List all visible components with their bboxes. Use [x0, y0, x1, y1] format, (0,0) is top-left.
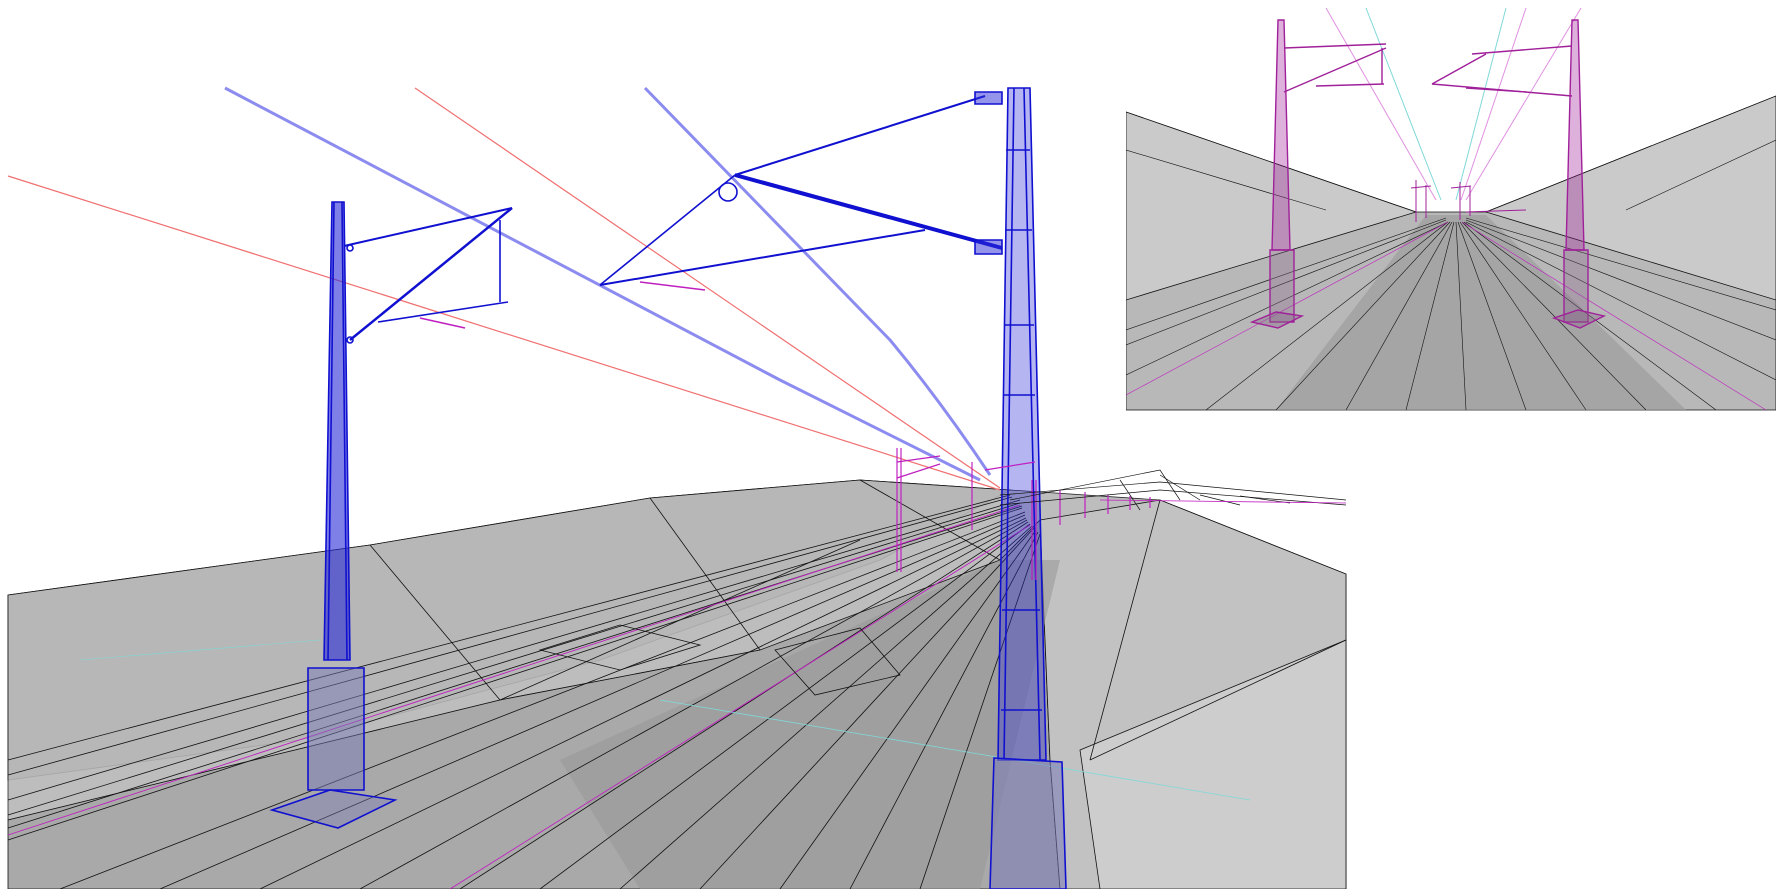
- mast-left-selected[interactable]: [269, 201, 513, 829]
- wire-blue-left: [224, 86, 981, 482]
- terrain-right-lower: [1079, 639, 1347, 889]
- inset-track-magenta: [1126, 221, 1767, 411]
- inset-terrain: [1126, 95, 1776, 411]
- wire-blue-right: [643, 86, 992, 476]
- terrain-center-dark: [560, 560, 1060, 889]
- mast-left-base-plate: [269, 789, 398, 829]
- track-accent-lines: [7, 504, 1251, 889]
- mast-right-upper-stay: [734, 95, 986, 176]
- wire-red-left: [7, 175, 1001, 491]
- inset-distant-masts: [1410, 180, 1527, 222]
- inset-3d-view[interactable]: [1126, 0, 1776, 412]
- inset-rail-lines: [1126, 139, 1776, 411]
- mast-right-register-arm: [599, 229, 926, 286]
- mast-left-cantilever: [349, 207, 513, 341]
- mast-right-selected[interactable]: [599, 87, 1067, 889]
- inset-wires: [1325, 7, 1582, 201]
- mast-right-cantilever: [734, 173, 1003, 250]
- wire-red-center: [414, 87, 1001, 489]
- distant-masts: [896, 448, 1151, 580]
- distant-track-mesh: [999, 469, 1347, 511]
- terrain: [7, 479, 1347, 889]
- mast-left-upper-stay: [343, 207, 513, 247]
- inset-mast-left: [1249, 19, 1387, 329]
- distant-track-magenta: [1099, 499, 1347, 504]
- overhead-wires: [7, 86, 1001, 491]
- rail-lines: [7, 479, 1347, 889]
- mast-left-register-arm: [377, 301, 509, 323]
- mast-right-pole: [997, 87, 1047, 761]
- mast-right-foundation: [989, 757, 1067, 889]
- trackside-structures: [538, 624, 901, 696]
- inset-mast-right: [1431, 19, 1607, 329]
- mast-left-foundation: [307, 667, 365, 791]
